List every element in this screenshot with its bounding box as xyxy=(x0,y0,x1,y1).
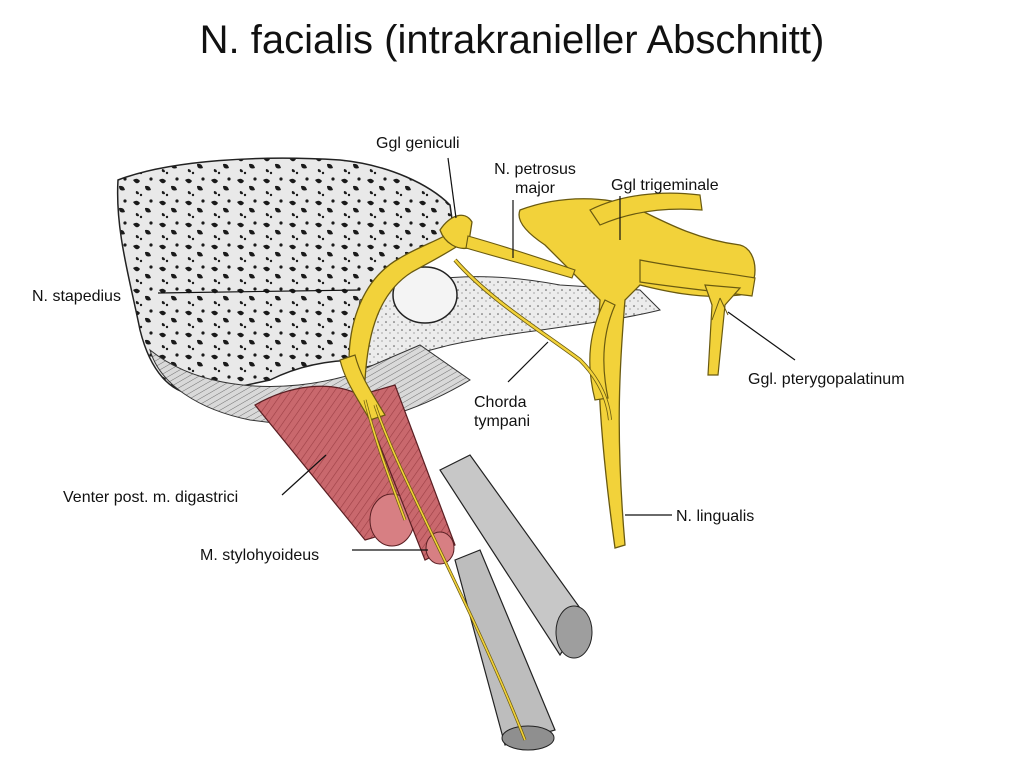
label-chorda-tympani-line2: tympani xyxy=(474,413,531,430)
label-n-stapedius: N. stapedius xyxy=(32,288,121,305)
geniculate-ganglion xyxy=(439,214,473,250)
label-chorda-tympani: Chorda tympani xyxy=(474,393,530,431)
label-n-petrosus-major-line2: major xyxy=(514,180,555,197)
pterygopalatine-ganglion xyxy=(704,284,742,376)
label-n-lingualis: N. lingualis xyxy=(676,508,755,525)
lingual-nerve xyxy=(589,299,616,401)
facial-nerve-distal xyxy=(339,354,386,421)
leader-lines xyxy=(157,157,796,551)
stylohyoid-tendon xyxy=(454,549,556,746)
page-title: N. facialis (intrakranieller Abschnitt) xyxy=(199,18,825,62)
label-ggl-geniculi: Ggl geniculi xyxy=(376,135,460,152)
label-ggl-trigeminale: Ggl trigeminale xyxy=(611,177,719,194)
trigeminal-ganglion xyxy=(518,198,756,549)
tympanic-cavity xyxy=(392,266,458,324)
label-m-stylohyoideus: M. stylohyoideus xyxy=(200,547,320,564)
label-n-petrosus-major-line1: N. petrosus xyxy=(494,161,576,178)
greater-petrosal-nerve xyxy=(465,235,576,279)
label-chorda-tympani-line1: Chorda xyxy=(474,394,527,411)
ophthalmic-nerve xyxy=(589,192,703,226)
label-ggl-pterygopalatinum: Ggl. pterygopalatinum xyxy=(748,371,905,388)
label-venter-post: Venter post. m. digastrici xyxy=(63,489,239,506)
label-n-petrosus-major: N. petrosus major xyxy=(478,160,592,198)
